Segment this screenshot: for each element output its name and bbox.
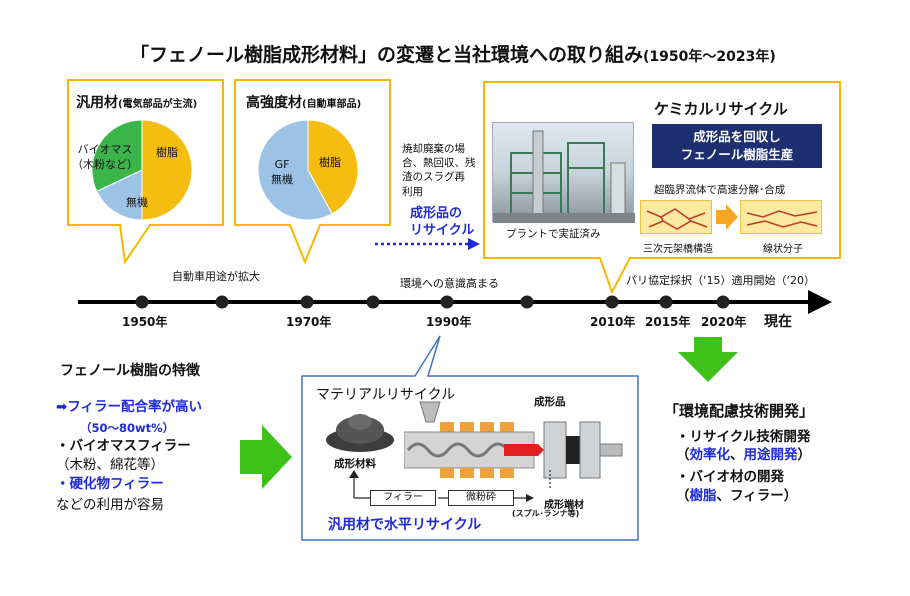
timeline-dot bbox=[440, 295, 454, 309]
chemical-recycle-banner: 成形品を回収し フェノール樹脂生産 bbox=[652, 124, 822, 168]
eco-bio-material: ・バイオ材の開発 bbox=[676, 469, 784, 485]
linear-molecule-icon bbox=[740, 200, 822, 234]
linear-label: 線状分子 bbox=[763, 244, 803, 255]
molded-recycle-label: 成形品の リサイクル bbox=[410, 206, 475, 238]
year-label: 1970年 bbox=[286, 315, 332, 329]
timeline-dot bbox=[215, 295, 229, 309]
injection-machine-icon bbox=[404, 401, 623, 479]
page-title: 「フェノール樹脂成形材料」の変遷と当社環境への取り組み(1950年～2023年) bbox=[130, 40, 830, 67]
feature-biomass-examples: （木粉、綿花等） bbox=[56, 457, 164, 473]
pie1-label-resin: 樹脂 bbox=[156, 146, 178, 159]
feature-filler-rate: ➡フィラー配合率が高い bbox=[56, 399, 203, 415]
crosslink-structure-icon bbox=[640, 200, 712, 234]
green-down-arrow bbox=[678, 337, 738, 382]
year-label: 2020年 bbox=[701, 315, 747, 329]
disposal-note: 焼却廃棄の場 合、熱回収、残 渣のスラグ再 利用 bbox=[402, 143, 476, 198]
eco-recycle-tech: ・リサイクル技術開発 bbox=[676, 429, 811, 445]
title-range: (1950年～2023年) bbox=[643, 49, 776, 65]
pie-slice bbox=[141, 119, 193, 221]
feature-easy-use: などの利用が容易 bbox=[56, 497, 164, 513]
plant-structure-icon bbox=[493, 130, 635, 223]
chemical-recycle-heading: ケミカルリサイクル bbox=[654, 100, 788, 118]
plant-caption: プラントで実証済み bbox=[506, 228, 601, 240]
molded-product-label: 成形品 bbox=[534, 396, 566, 408]
pulverize-box: 微粉砕 bbox=[448, 490, 514, 506]
timeline-dot bbox=[135, 295, 149, 309]
event-env-awareness: 環境への意識高まる bbox=[400, 277, 499, 290]
timeline-dot bbox=[659, 295, 673, 309]
pie1-label-biomass: バイオマス （木粉など） bbox=[72, 143, 138, 171]
timeline-dot bbox=[605, 295, 619, 309]
high-strength-pie bbox=[257, 119, 359, 221]
feature-filler-range: （50～80wt%） bbox=[80, 421, 175, 435]
timeline-dot bbox=[300, 295, 314, 309]
pie-slice bbox=[257, 119, 333, 221]
timeline-arrowhead bbox=[808, 290, 832, 314]
features-heading: フェノール樹脂の特徴 bbox=[60, 363, 200, 379]
year-label: 2010年 bbox=[590, 315, 636, 329]
event-paris-agreement: パリ協定採択（‘15）適用開始（‘20） bbox=[626, 274, 815, 287]
horizontal-recycle-label: 汎用材で水平リサイクル bbox=[328, 517, 482, 533]
general-material-heading: 汎用材(電気部品が主流) bbox=[76, 95, 198, 111]
pie2-label-gf: GF 無機 bbox=[271, 158, 293, 186]
eco-bio-detail: （樹脂、フィラー） bbox=[676, 488, 798, 504]
material-recycle-heading: マテリアルリサイクル bbox=[316, 387, 456, 403]
eco-dev-heading: 「環境配慮技術開発」 bbox=[664, 402, 815, 420]
eco-recycle-detail: （効率化、用途開発） bbox=[676, 447, 811, 463]
feature-biomass: ・バイオマスフィラー bbox=[56, 438, 191, 454]
plant-photo bbox=[492, 122, 635, 223]
timeline-dot bbox=[366, 295, 380, 309]
general-material-pie bbox=[91, 119, 193, 221]
recycle-dotted-arrowhead bbox=[468, 238, 480, 250]
pie-slice bbox=[96, 169, 143, 221]
pie2-label-resin: 樹脂 bbox=[319, 156, 341, 169]
year-label: 1950年 bbox=[122, 315, 168, 329]
molding-material-label: 成形材料 bbox=[334, 458, 376, 470]
green-right-arrow bbox=[240, 425, 292, 489]
event-auto-expansion: 自動車用途が拡大 bbox=[172, 270, 260, 283]
title-main: 「フェノール樹脂成形材料」の変遷と当社環境への取り組み bbox=[130, 44, 644, 66]
pie-slice bbox=[307, 119, 359, 215]
filler-box: フィラー bbox=[370, 490, 436, 506]
year-label: 2015年 bbox=[645, 315, 691, 329]
high-strength-heading: 高強度材(自動車部品) bbox=[246, 95, 362, 111]
pie1-label-inorganic: 無機 bbox=[126, 196, 148, 209]
process-note: 超臨界流体で高速分解･合成 bbox=[654, 184, 786, 196]
granule-pile-icon bbox=[326, 414, 394, 452]
scrap-label: 成形端材 bbox=[544, 500, 584, 511]
timeline-dot bbox=[520, 295, 534, 309]
timeline-dot bbox=[716, 295, 730, 309]
feature-hardened: ・硬化物フィラー bbox=[56, 476, 164, 492]
crosslink-label: 三次元架橋構造 bbox=[643, 244, 713, 255]
year-now: 現在 bbox=[764, 314, 792, 330]
recycle-flow-arrows bbox=[349, 470, 551, 502]
conversion-arrow-icon bbox=[716, 204, 738, 230]
pie-slice bbox=[91, 119, 143, 192]
scrap-note: (スプル･ランナ等) bbox=[512, 509, 580, 518]
year-label: 1990年 bbox=[426, 315, 472, 329]
